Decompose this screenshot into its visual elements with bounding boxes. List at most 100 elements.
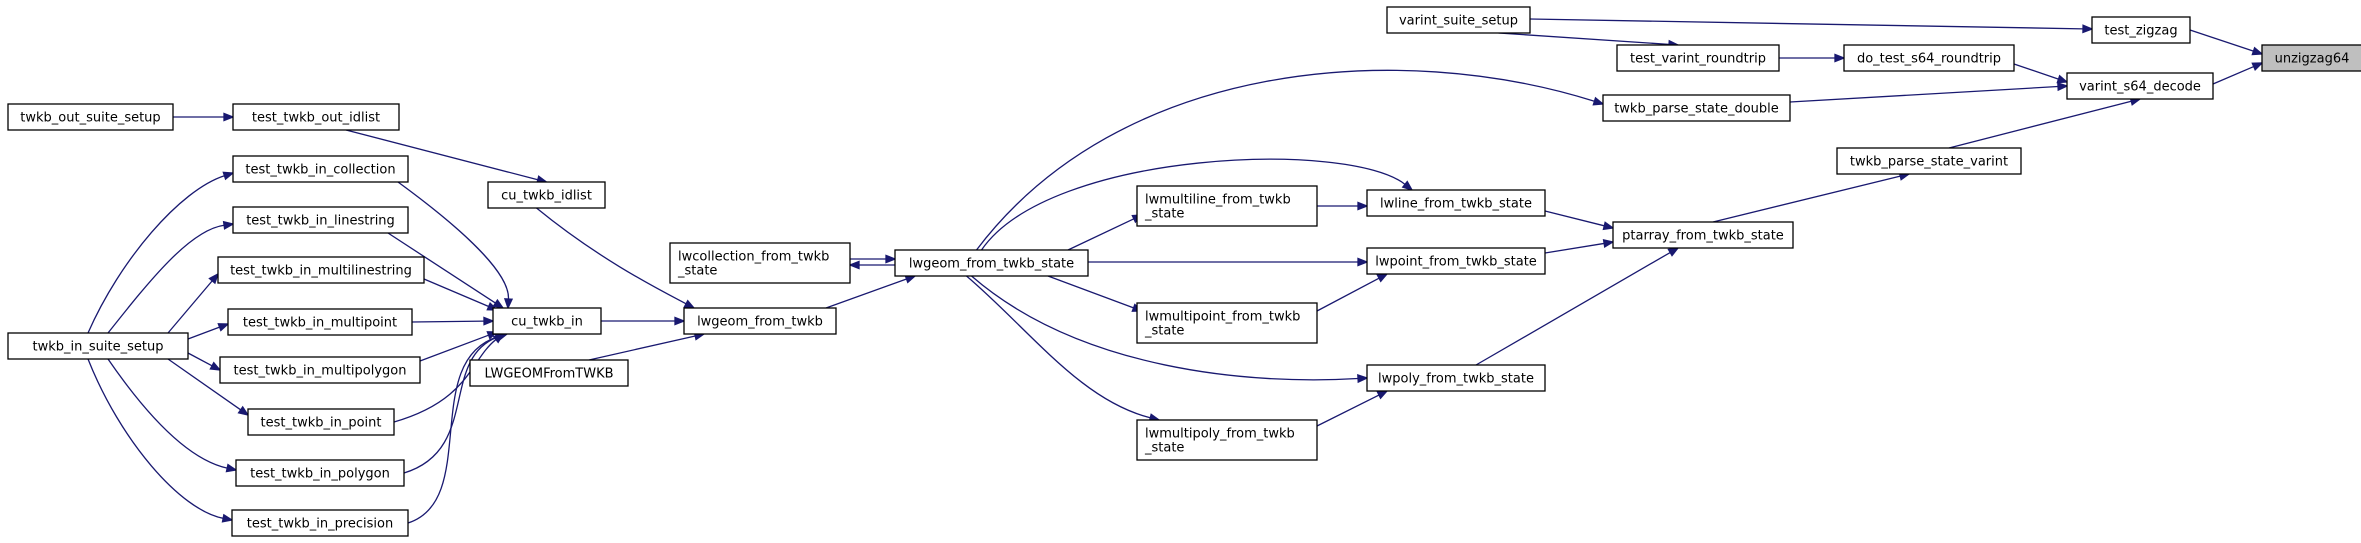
edge-line: [1316, 277, 1380, 312]
node-box: [492, 307, 602, 335]
arrowhead-icon: [2057, 82, 2069, 92]
node-label: lwcollection_from_twkb: [678, 250, 829, 265]
node-lwmultipoint-from-twkb-state[interactable]: lwmultipoint_from_twkb_state: [1136, 302, 1318, 344]
edge-line: [1712, 175, 1901, 223]
node-label: unzigzag64: [2275, 52, 2350, 67]
edge-line: [2189, 29, 2254, 52]
node-label: LWGEOMFromTWKB: [484, 367, 613, 382]
node-label: lwpoly_from_twkb_state: [1378, 372, 1534, 387]
edge-line: [825, 278, 907, 309]
edge-test_twkb_in_precision-to-cu_twkb_in: [407, 332, 509, 524]
edge-twkb_in_suite_setup-to-test_twkb_in_precision: [87, 358, 234, 523]
node-test-twkb-out-idlist[interactable]: test_twkb_out_idlist: [232, 103, 400, 131]
node-label: test_twkb_in_precision: [247, 517, 393, 532]
arrowhead-icon: [885, 254, 897, 264]
node-twkb-parse-state-varint[interactable]: twkb_parse_state_varint: [1836, 147, 2022, 175]
node-label: twkb_parse_state_varint: [1850, 155, 2008, 170]
node-varint-s64-decode[interactable]: varint_s64_decode: [2066, 72, 2214, 100]
edge-line: [1316, 394, 1380, 427]
edge-line: [966, 275, 1151, 419]
node-label: lwgeom_from_twkb: [697, 315, 823, 330]
node-twkb-in-suite-setup[interactable]: twkb_in_suite_setup: [7, 332, 189, 360]
edge-ptarray_from_twkb_state-to-twkb_parse_state_varint: [1712, 171, 1911, 223]
edge-test_twkb_in_multipolygon-to-cu_twkb_in: [419, 331, 499, 362]
node-lwpoint-from-twkb-state[interactable]: lwpoint_from_twkb_state: [1366, 247, 1546, 275]
edge-line: [403, 336, 497, 474]
edge-test_zigzag-to-unzigzag64: [2189, 29, 2264, 56]
node-label: cu_twkb_in: [511, 315, 583, 330]
node-label: test_twkb_in_multipoint: [243, 316, 397, 331]
edge-line: [1948, 100, 2132, 149]
edge-test_twkb_in_collection-to-cu_twkb_in: [397, 181, 514, 310]
node-test-twkb-in-multilinestring[interactable]: test_twkb_in_multilinestring: [217, 256, 425, 284]
edge-line: [1475, 251, 1671, 366]
edge-line: [411, 320, 485, 323]
node-lwgeom-from-twkb-state[interactable]: lwgeom_from_twkb_state: [894, 249, 1089, 277]
node-do-test-s64-roundtrip[interactable]: do_test_s64_roundtrip: [1843, 44, 2015, 72]
node-box: [669, 242, 851, 284]
node-cu-twkb-in[interactable]: cu_twkb_in: [492, 307, 602, 335]
node-box: [1136, 185, 1318, 227]
edge-line: [187, 326, 220, 340]
node-box: [1843, 44, 2015, 72]
node-label: test_twkb_in_collection: [245, 163, 395, 178]
node-unzigzag64[interactable]: unzigzag64: [2261, 44, 2361, 72]
node-test-varint-roundtrip[interactable]: test_varint_roundtrip: [1616, 44, 1780, 72]
node-box: [1612, 221, 1794, 249]
node-test-twkb-in-point[interactable]: test_twkb_in_point: [247, 408, 395, 436]
edge-line: [1544, 210, 1605, 227]
edge-lwgeom_from_twkb_state-to-lwpoint_from_twkb_state: [1088, 257, 1369, 267]
arrowhead-icon: [1592, 96, 1605, 106]
node-label: varint_s64_decode: [2079, 80, 2201, 95]
node-test-twkb-in-collection[interactable]: test_twkb_in_collection: [232, 155, 409, 183]
node-box: [227, 308, 413, 336]
edge-lwgeom_from_twkb_state-to-lwmultipoly_from_twkb_state: [966, 275, 1161, 423]
arrowhead-icon: [492, 298, 505, 309]
node-label: ptarray_from_twkb_state: [1622, 229, 1784, 244]
node-lwgeomfromtwkb[interactable]: LWGEOMFromTWKB: [469, 359, 629, 387]
edge-lwpoint_from_twkb_state-to-ptarray_from_twkb_state: [1544, 239, 1615, 254]
edge-LWGEOMFromTWKB-to-lwgeom_from_twkb: [588, 331, 706, 361]
node-box: [1136, 302, 1318, 344]
arrowhead-icon: [503, 298, 514, 310]
node-test-twkb-in-polygon[interactable]: test_twkb_in_polygon: [235, 459, 405, 487]
arrowhead-icon: [1401, 180, 1414, 192]
edge-twkb_in_suite_setup-to-test_twkb_in_collection: [87, 171, 235, 334]
arrowhead-icon: [1602, 239, 1615, 249]
node-test-twkb-in-multipolygon[interactable]: test_twkb_in_multipolygon: [219, 356, 421, 384]
node-cu-twkb-idlist[interactable]: cu_twkb_idlist: [487, 181, 606, 209]
node-twkb-parse-state-double[interactable]: twkb_parse_state_double: [1602, 94, 1791, 122]
node-lwpoly-from-twkb-state[interactable]: lwpoly_from_twkb_state: [1366, 364, 1546, 392]
node-lwmultipoly-from-twkb-state[interactable]: lwmultipoly_from_twkb_state: [1136, 419, 1318, 461]
edge-line: [407, 335, 499, 524]
node-label: _state: [1144, 324, 1184, 339]
node-test-twkb-in-multipoint[interactable]: test_twkb_in_multipoint: [227, 308, 413, 336]
edge-varint_suite_setup-to-test_zigzag: [1529, 18, 2094, 34]
node-test-zigzag[interactable]: test_zigzag: [2091, 16, 2191, 44]
node-lwline-from-twkb-state[interactable]: lwline_from_twkb_state: [1366, 189, 1546, 217]
node-label: _state: [1144, 441, 1184, 456]
arrowhead-icon: [208, 272, 220, 285]
node-lwcollection-from-twkb-state[interactable]: lwcollection_from_twkb_state: [669, 242, 851, 284]
arrowhead-icon: [2251, 62, 2264, 71]
edge-test_varint_roundtrip-to-do_test_s64_roundtrip: [1779, 53, 1846, 63]
edges-layer: [87, 18, 2264, 524]
node-test-twkb-in-linestring[interactable]: test_twkb_in_linestring: [232, 206, 409, 234]
edge-varint_s64_decode-to-unzigzag64: [2212, 62, 2264, 85]
edge-line: [167, 358, 241, 411]
edge-line: [1047, 275, 1134, 309]
node-varint-suite-setup[interactable]: varint_suite_setup: [1386, 6, 1531, 34]
edge-test_twkb_in_polygon-to-cu_twkb_in: [403, 333, 507, 474]
node-label: do_test_s64_roundtrip: [1857, 52, 2001, 67]
node-twkb-out-suite-setup[interactable]: twkb_out_suite_setup: [7, 103, 174, 131]
node-test-twkb-in-precision[interactable]: test_twkb_in_precision: [231, 509, 409, 537]
node-ptarray-from-twkb-state[interactable]: ptarray_from_twkb_state: [1612, 221, 1794, 249]
node-lwgeom-from-twkb[interactable]: lwgeom_from_twkb: [683, 307, 837, 335]
arrowhead-icon: [223, 112, 235, 122]
node-box: [217, 256, 425, 284]
node-lwmultiline-from-twkb-state[interactable]: lwmultiline_from_twkb_state: [1136, 185, 1318, 227]
edge-lwline_from_twkb_state-to-ptarray_from_twkb_state: [1544, 210, 1615, 231]
arrowhead-icon: [1602, 221, 1615, 231]
node-box: [231, 509, 409, 537]
